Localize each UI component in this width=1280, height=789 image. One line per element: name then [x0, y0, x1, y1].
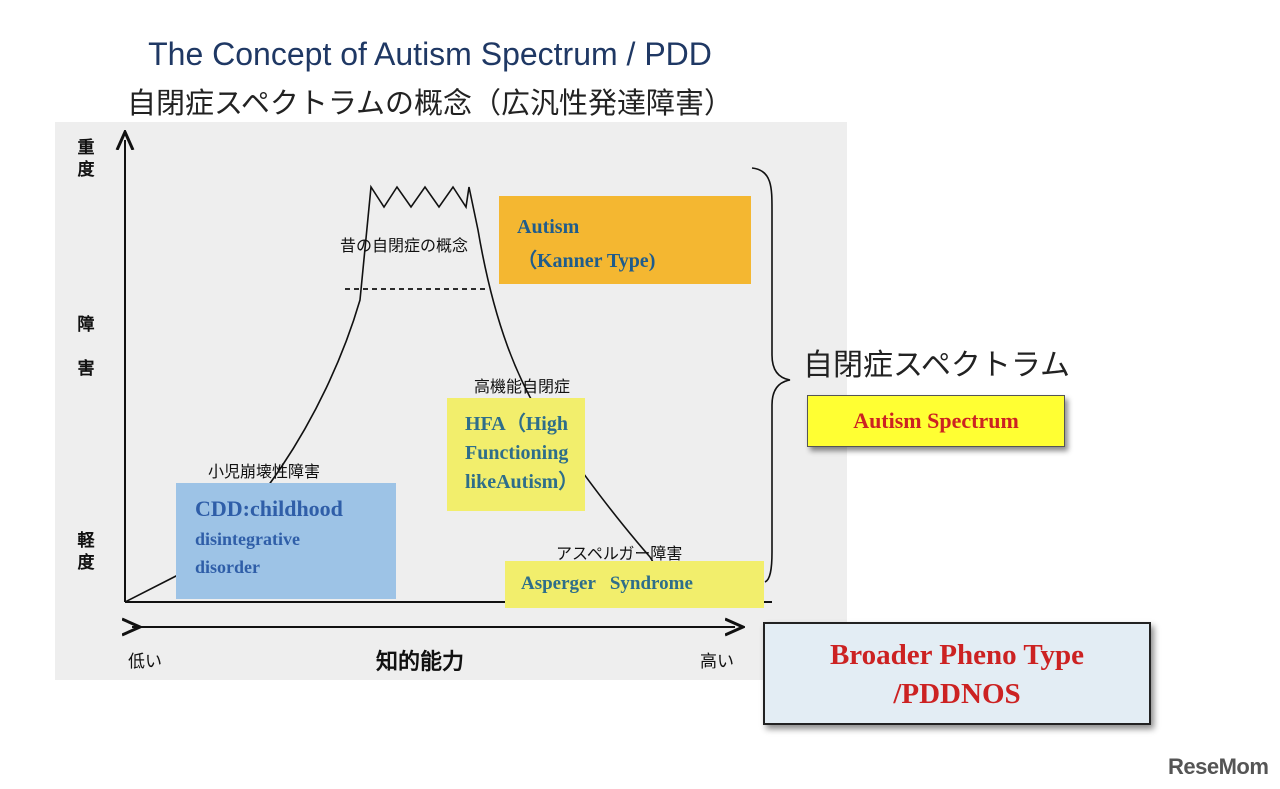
- y-axis-middle-label: 障害: [77, 315, 95, 379]
- resemom-logo: ReseMom: [1168, 754, 1269, 779]
- hfa-label: 高機能自閉症: [474, 377, 571, 396]
- title-english: The Concept of Autism Spectrum / PDD: [148, 36, 712, 72]
- asperger-box: Asperger Syndrome: [505, 561, 764, 608]
- cdd-box: CDD:childhood disintegrative disorder: [176, 483, 396, 599]
- hfa-line-1: HFA（High: [465, 413, 568, 435]
- autism-line-2: （Kanner Type): [517, 250, 656, 272]
- cdd-line-3: disorder: [195, 557, 260, 577]
- classic-autism-label: 昔の自閉症の概念: [340, 236, 469, 255]
- hfa-line-3: likeAutism）: [465, 471, 579, 493]
- broader-line-2: /PDDNOS: [893, 678, 1021, 710]
- autism-spectrum-box: Autism Spectrum: [807, 395, 1065, 447]
- broader-phenotype-box: Broader Pheno Type /PDDNOS: [763, 622, 1151, 725]
- broader-line-1: Broader Pheno Type: [829, 639, 1085, 671]
- cdd-label: 小児崩壊性障害: [208, 462, 321, 481]
- y-axis-top-label: 重度: [77, 138, 95, 180]
- x-axis-title: 知的能力: [376, 650, 465, 675]
- hfa-box: HFA（High Functioning likeAutism）: [447, 398, 585, 511]
- hfa-line-2: Functioning: [465, 442, 569, 464]
- spectrum-japanese-label: 自閉症スペクトラム: [803, 348, 1070, 383]
- cdd-line-2: disintegrative: [195, 529, 300, 549]
- spectrum-brace: [751, 167, 791, 583]
- asperger-label: アスペルガー障害: [556, 544, 683, 563]
- autism-line-1: Autism: [517, 216, 580, 238]
- y-axis-bottom-label: 軽度: [77, 531, 95, 573]
- spectrum-curve: [124, 184, 667, 603]
- autism-kanner-box: Autism （Kanner Type): [499, 196, 751, 284]
- x-axis-low-label: 低い: [128, 652, 162, 672]
- cdd-line-1: CDD:childhood: [195, 496, 343, 521]
- title-japanese: 自閉症スペクトラムの概念（広汎性発達障害）: [126, 86, 734, 120]
- x-axis-high-label: 高い: [700, 652, 734, 672]
